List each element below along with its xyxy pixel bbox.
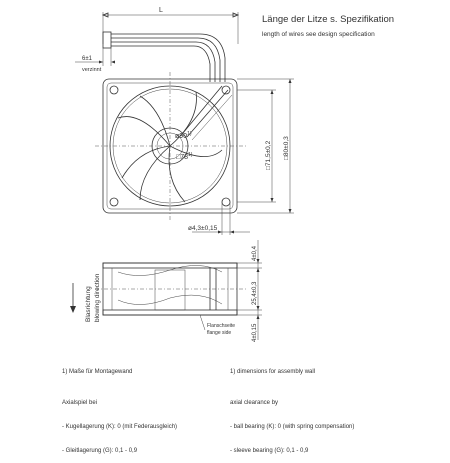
hole-diameter-label: ø4,3±0,15 [188, 225, 218, 232]
notes-german: 1) Maße für Montagewand Axialspiel bei -… [62, 352, 177, 463]
tinned-length-label: 6±1 [82, 56, 93, 62]
square-78-label: □781) [176, 152, 193, 161]
airflow-label-de: Blasrichtung [85, 286, 92, 322]
square-80-label: □80±0,3 [283, 136, 290, 160]
footnote-de: 1) Maße für Montagewand [62, 369, 133, 375]
height-label: 25,4±0,3 [252, 281, 258, 305]
top-clearance-label: 4±0,4 [252, 245, 258, 261]
side-height-dimensions [237, 240, 262, 340]
blowing-direction-arrow [70, 283, 76, 313]
fan-side-view [95, 262, 246, 331]
square-71-5-label: □71,5±0,2 [265, 140, 272, 170]
hole-diameter-dimension [192, 202, 250, 235]
length-label: L [159, 7, 163, 14]
ball-bearing-en: - ball bearing (K): 0 (with spring compe… [230, 424, 355, 430]
lead-wires [102, 31, 226, 82]
hole-circle-label: ø901) [175, 131, 192, 140]
tinned-end-dimension [75, 48, 115, 66]
wire-length-note-en: length of wires see design specification [262, 31, 375, 38]
notes-english: 1) dimensions for assembly wall axial cl… [230, 352, 354, 463]
airflow-label-en: blowing direction [94, 273, 101, 322]
bottom-clearance-label: 4±0,15 [252, 323, 258, 342]
vertical-dimensions [237, 78, 294, 214]
fan-front-view [95, 72, 246, 222]
footnote-en: 1) dimensions for assembly wall [230, 369, 316, 375]
flange-label-en: flange side [207, 330, 231, 336]
fan-technical-drawing: Länge der Litze s. Spezifikation length … [70, 7, 394, 342]
sleeve-bearing-de: - Gleitlagerung (G): 0,1 - 0,9 [62, 448, 138, 454]
tinned-label: verzinnt [82, 67, 102, 73]
flange-label-de: Flanschseite [207, 323, 235, 329]
axial-clearance-en: axial clearance by [230, 400, 279, 406]
wire-length-note-de: Länge der Litze s. Spezifikation [262, 14, 394, 25]
ball-bearing-de: - Kugellagerung (K): 0 (mit Federausglei… [62, 424, 178, 430]
axial-clearance-de: Axialspiel bei [62, 400, 98, 406]
sleeve-bearing-en: - sleeve bearing (G): 0,1 - 0,9 [230, 448, 309, 454]
length-dimension [101, 12, 240, 44]
